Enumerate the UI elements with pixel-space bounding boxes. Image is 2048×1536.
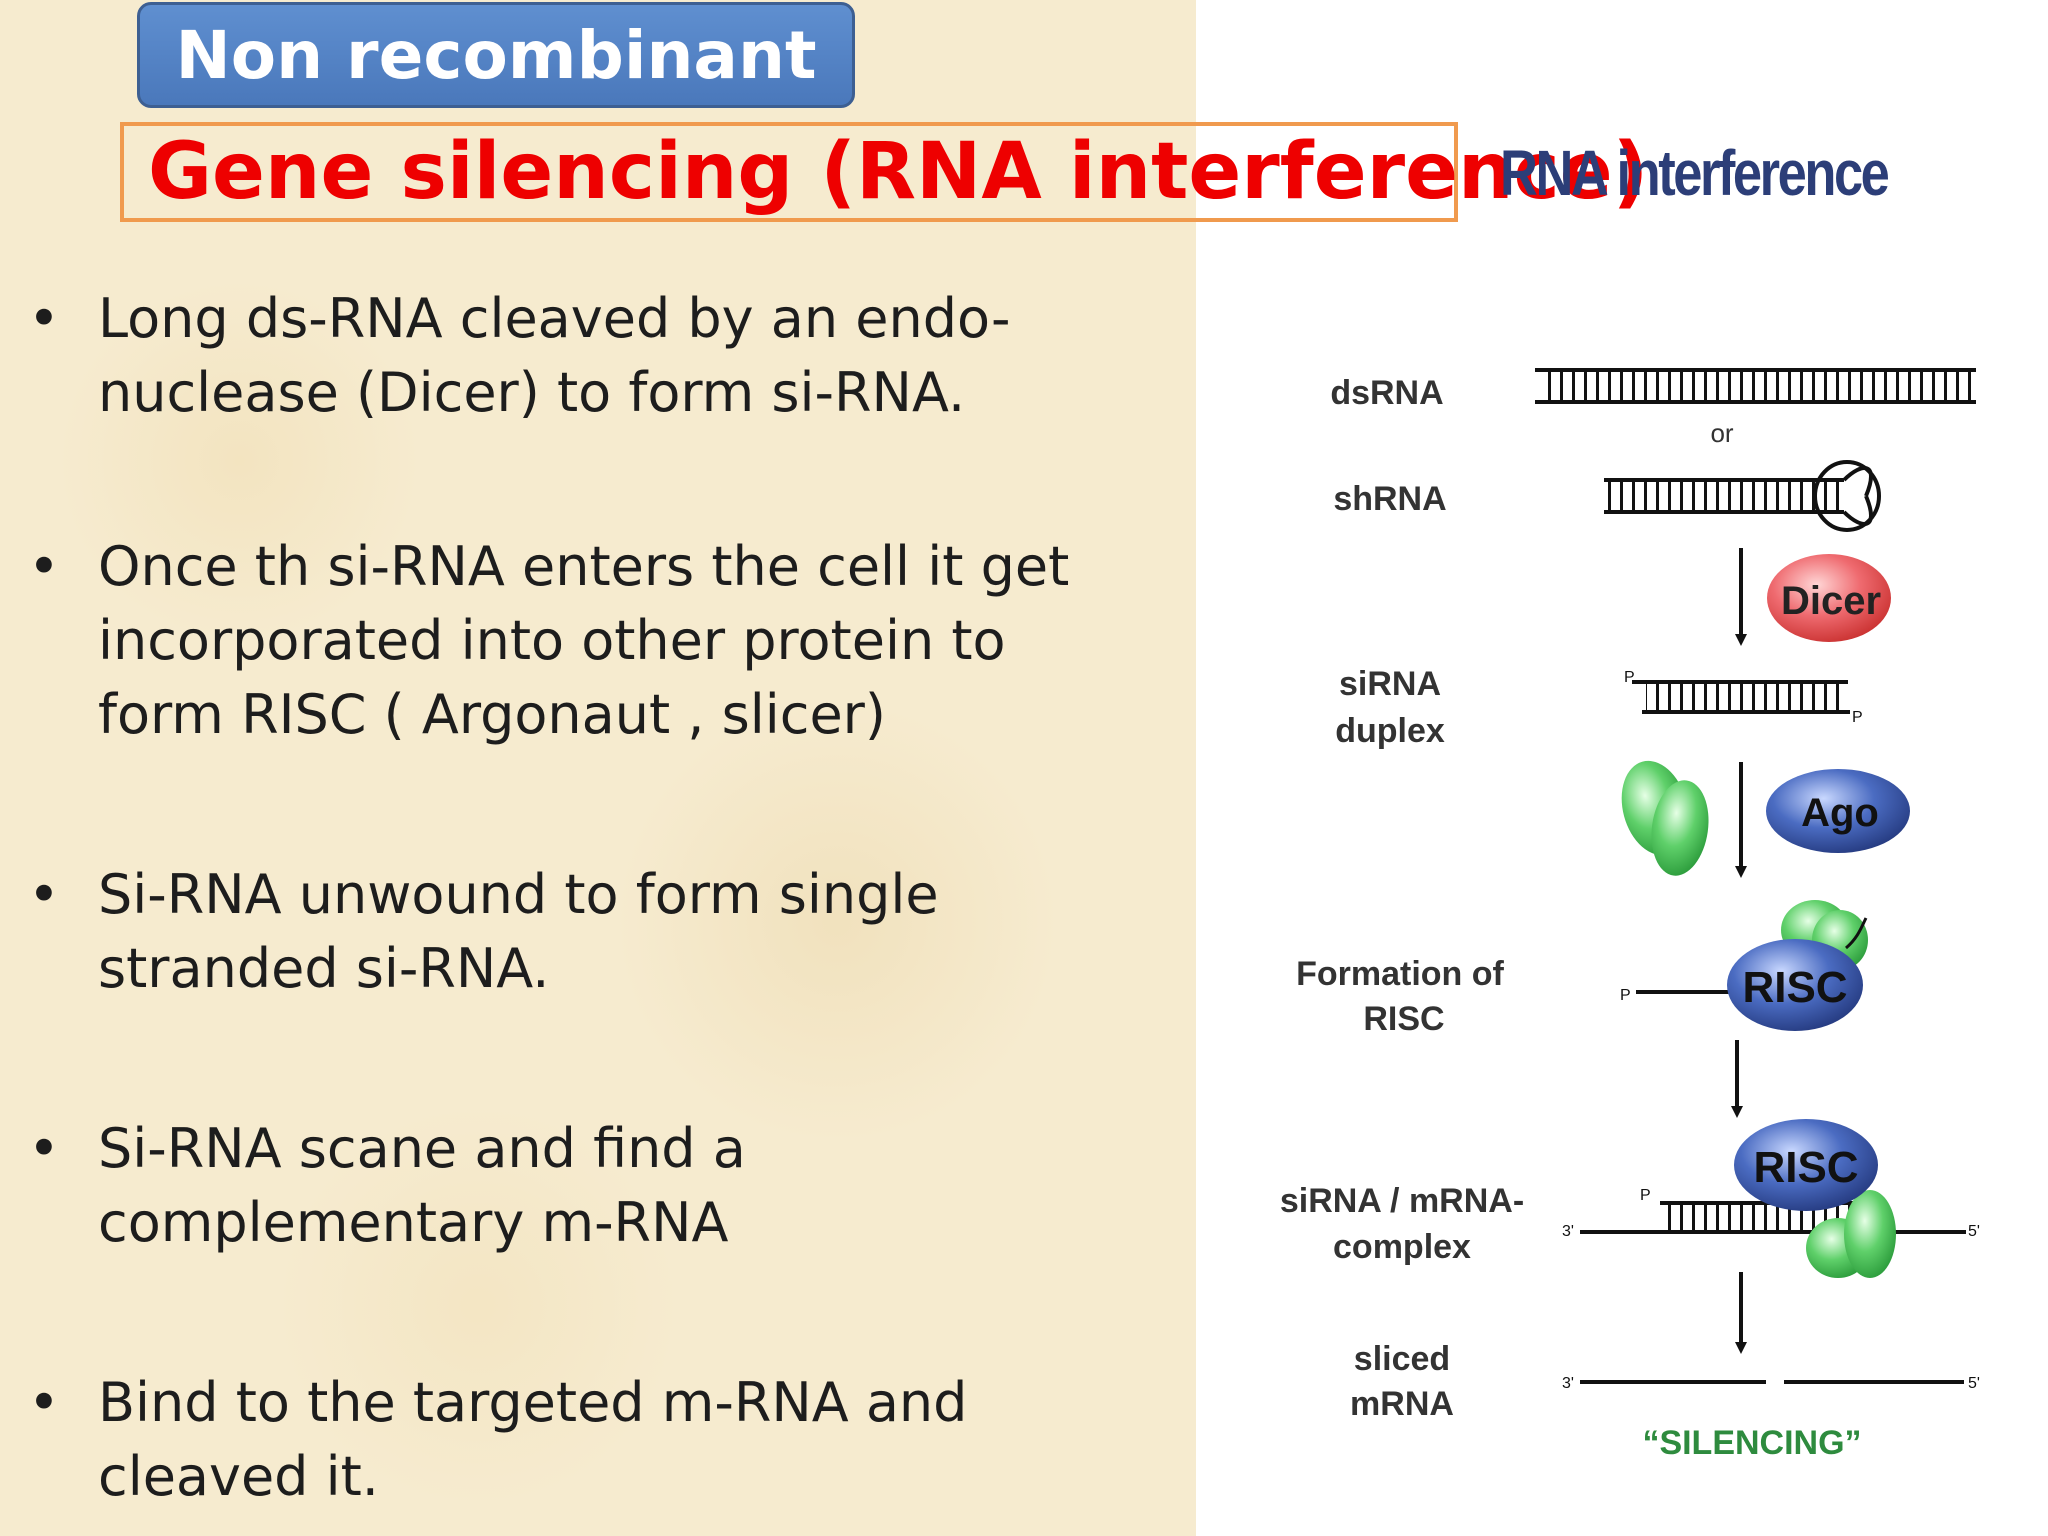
category-badge: Non recombinant	[137, 2, 855, 108]
label-dsrna: dsRNA	[1330, 374, 1443, 412]
bullet-line: Si-RNA scane and find a	[98, 1117, 746, 1180]
bullet-text: Once th si-RNA enters the cell it get in…	[98, 530, 1168, 752]
sirna-mrna-complex: P 3' 5' RISC	[1562, 1119, 1980, 1278]
ago-protein	[1766, 769, 1910, 853]
argonaute-protein	[1621, 760, 1709, 876]
bullet-line: complementary m-RNA	[98, 1191, 729, 1254]
diagram-title: RNA interference	[1500, 137, 1890, 209]
sliced-mrna: 3' 5'	[1562, 1375, 1980, 1392]
bullet-line: incorporated into other protein to	[98, 609, 1006, 672]
bullet-line: stranded si-RNA.	[98, 937, 550, 1000]
bullet-line: Long ds-RNA cleaved by an endo-	[98, 287, 1011, 350]
bullet-line: Once th si-RNA enters the cell it get	[98, 535, 1070, 598]
phosphate-label: P	[1852, 709, 1863, 726]
label-risc-row: RISC	[1363, 1000, 1444, 1038]
label-mrna: mRNA	[1350, 1385, 1454, 1423]
label-formation: Formation of	[1296, 955, 1504, 993]
label-sirna-mrna: siRNA / mRNA-	[1280, 1182, 1524, 1220]
bullet-line: Si-RNA unwound to form single	[98, 863, 939, 926]
bullet-marker: •	[28, 535, 60, 598]
risc-label: RISC	[1742, 963, 1847, 1012]
bullet-marker: •	[28, 287, 60, 350]
three-prime-label: 3'	[1562, 1223, 1574, 1240]
bullet-marker: •	[28, 863, 60, 926]
five-prime-label: 5'	[1968, 1375, 1980, 1392]
bullet-text: Si-RNA scane and find a complementary m-…	[98, 1112, 1168, 1260]
label-shrna: shRNA	[1333, 480, 1446, 518]
ago-label: Ago	[1801, 791, 1879, 835]
risc-formation: P RISC	[1620, 900, 1868, 1031]
bullet-line: nuclease (Dicer) to form si-RNA.	[98, 361, 966, 424]
rnai-pathway-diagram: dsRNA shRNA siRNA duplex Formation of RI…	[1280, 368, 1980, 1462]
bullet-line: cleaved it.	[98, 1445, 379, 1508]
phosphate-label: P	[1640, 1187, 1651, 1204]
shrna-hairpin	[1604, 460, 1881, 532]
five-prime-label: 5'	[1968, 1223, 1980, 1240]
phosphate-label: P	[1620, 987, 1631, 1004]
bullet-text: Bind to the targeted m-RNA and cleaved i…	[98, 1366, 1168, 1514]
bullet-marker: •	[28, 1117, 60, 1180]
bullet-line: Bind to the targeted m-RNA and	[98, 1371, 968, 1434]
sirna-duplex: P P	[1624, 669, 1863, 726]
slide-background-left	[0, 0, 1196, 1536]
dicer-label: Dicer	[1781, 579, 1881, 623]
label-sliced: sliced	[1354, 1340, 1450, 1378]
bullet-line: form RISC ( Argonaut , slicer)	[98, 683, 886, 746]
label-complex: complex	[1333, 1228, 1471, 1266]
dicer-enzyme	[1767, 554, 1891, 642]
label-duplex: duplex	[1335, 712, 1445, 750]
dsrna-strand	[1535, 368, 1976, 404]
bullet-marker: •	[28, 1371, 60, 1434]
silencing-label: “SILENCING”	[1642, 1424, 1861, 1462]
bullet-text: Long ds-RNA cleaved by an endo- nuclease…	[98, 282, 1168, 430]
label-sirna: siRNA	[1339, 665, 1441, 703]
three-prime-label: 3'	[1562, 1375, 1574, 1392]
diagram-panel	[1196, 0, 2048, 1536]
slide-title: Gene silencing (RNA interference)	[120, 122, 1648, 222]
bullet-text: Si-RNA unwound to form single stranded s…	[98, 858, 1168, 1006]
label-or: or	[1710, 418, 1733, 448]
risc-label: RISC	[1753, 1143, 1858, 1192]
phosphate-label: P	[1624, 669, 1635, 686]
